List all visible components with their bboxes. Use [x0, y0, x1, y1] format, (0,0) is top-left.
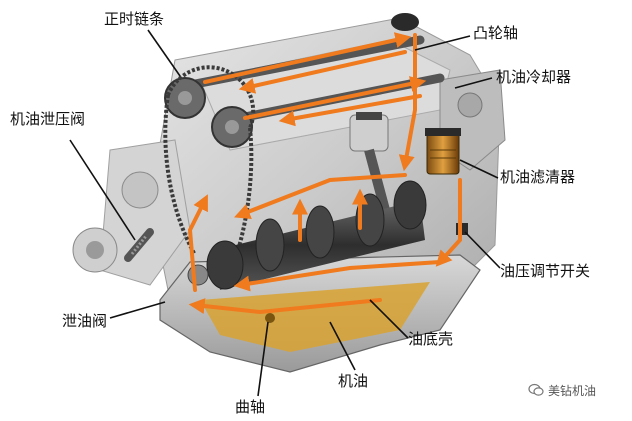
label-pressure-switch: 油压调节开关: [500, 262, 591, 280]
oil-flow-paths: [187, 32, 462, 315]
label-camshaft: 凸轮轴: [473, 24, 519, 42]
watermark-text: 美钻机油: [548, 384, 597, 398]
oil-filter: [425, 128, 461, 175]
piston: [349, 112, 390, 212]
label-oil-filter: 机油滤清器: [500, 168, 576, 186]
label-oil-cooler: 机油冷却器: [496, 68, 572, 86]
relief-valve-part: [124, 228, 154, 262]
leader-lines: [69, 29, 501, 397]
label-timing-chain: 正时链条: [104, 10, 165, 28]
wechat-icon: [528, 383, 544, 396]
label-drain-valve: 泄油阀: [62, 312, 108, 330]
label-relief-valve: 机油泄压阀: [10, 110, 86, 128]
label-oil: 机油: [338, 372, 369, 390]
label-oil-pan: 油底壳: [408, 330, 454, 348]
label-crankshaft: 曲轴: [235, 398, 266, 416]
